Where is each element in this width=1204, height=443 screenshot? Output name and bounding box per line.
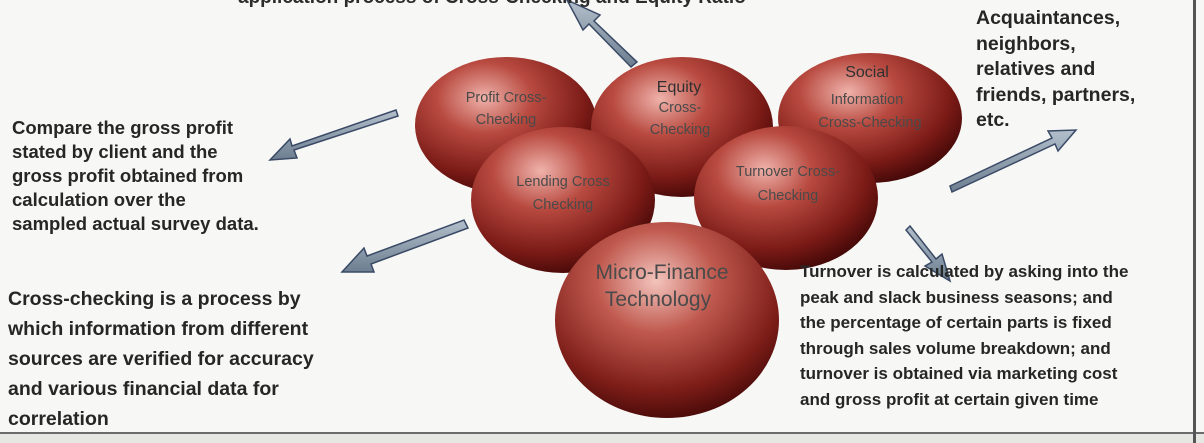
- lending-note-line: Cross-checking is a process by: [8, 284, 388, 314]
- profit-note-line: sampled actual survey data.: [12, 212, 332, 236]
- turnover-note-line: the percentage of certain parts is fixed: [800, 310, 1194, 336]
- label-profit-line1: Profit Cross-: [466, 90, 547, 106]
- profit-note-line: stated by client and the: [12, 140, 332, 164]
- social-note: Acquaintances, neighbors, relatives and …: [976, 6, 1191, 134]
- label-social-line1: Social: [845, 64, 889, 81]
- lending-note: Cross-checking is a process by which inf…: [8, 284, 388, 434]
- turnover-note: Turnover is calculated by asking into th…: [800, 259, 1194, 412]
- label-center-line2: Technology: [605, 288, 712, 311]
- social-note-line: Acquaintances,: [976, 6, 1191, 32]
- label-turnover-line2: Checking: [758, 188, 818, 204]
- label-lending-line2: Checking: [533, 197, 593, 213]
- scan-band: [0, 434, 1204, 443]
- social-note-line: relatives and: [976, 57, 1191, 83]
- turnover-note-line: Turnover is calculated by asking into th…: [800, 259, 1194, 285]
- arrow-lending-left: [342, 220, 468, 272]
- label-center-line1: Micro-Finance: [595, 261, 728, 284]
- label-equity-line3: Checking: [650, 122, 710, 138]
- turnover-note-line: through sales volume breakdown; and: [800, 336, 1194, 362]
- label-lending-line1: Lending Cross: [516, 174, 610, 190]
- social-note-line: neighbors,: [976, 32, 1191, 58]
- arrow-equity-up: [567, 0, 637, 67]
- sphere-center: [555, 222, 779, 418]
- arrow-social-right: [950, 130, 1076, 192]
- turnover-note-line: and gross profit at certain given time: [800, 387, 1194, 413]
- profit-note-line: gross profit obtained from: [12, 164, 332, 188]
- lending-note-line: which information from different: [8, 314, 388, 344]
- label-equity-line2: Cross-: [659, 100, 702, 116]
- turnover-note-line: peak and slack business seasons; and: [800, 285, 1194, 311]
- lending-note-line: and various financial data for: [8, 374, 388, 404]
- profit-note-line: calculation over the: [12, 188, 332, 212]
- turnover-note-line: turnover is obtained via marketing cost: [800, 361, 1194, 387]
- label-turnover-line1: Turnover Cross-: [736, 164, 840, 180]
- label-social-line3: Cross-Checking: [818, 115, 921, 131]
- profit-note: Compare the gross profit stated by clien…: [12, 116, 332, 236]
- profit-note-line: Compare the gross profit: [12, 116, 332, 140]
- social-note-line: etc.: [976, 108, 1191, 134]
- lending-note-line: correlation: [8, 404, 388, 434]
- title-fragment: application process of Cross-Checking an…: [238, 0, 746, 10]
- label-equity-line1: Equity: [657, 79, 701, 96]
- social-note-line: friends, partners,: [976, 83, 1191, 109]
- label-social-line2: Information: [831, 92, 904, 108]
- lending-note-line: sources are verified for accuracy: [8, 344, 388, 374]
- right-rule: [1193, 0, 1196, 443]
- label-profit-line2: Checking: [476, 112, 536, 128]
